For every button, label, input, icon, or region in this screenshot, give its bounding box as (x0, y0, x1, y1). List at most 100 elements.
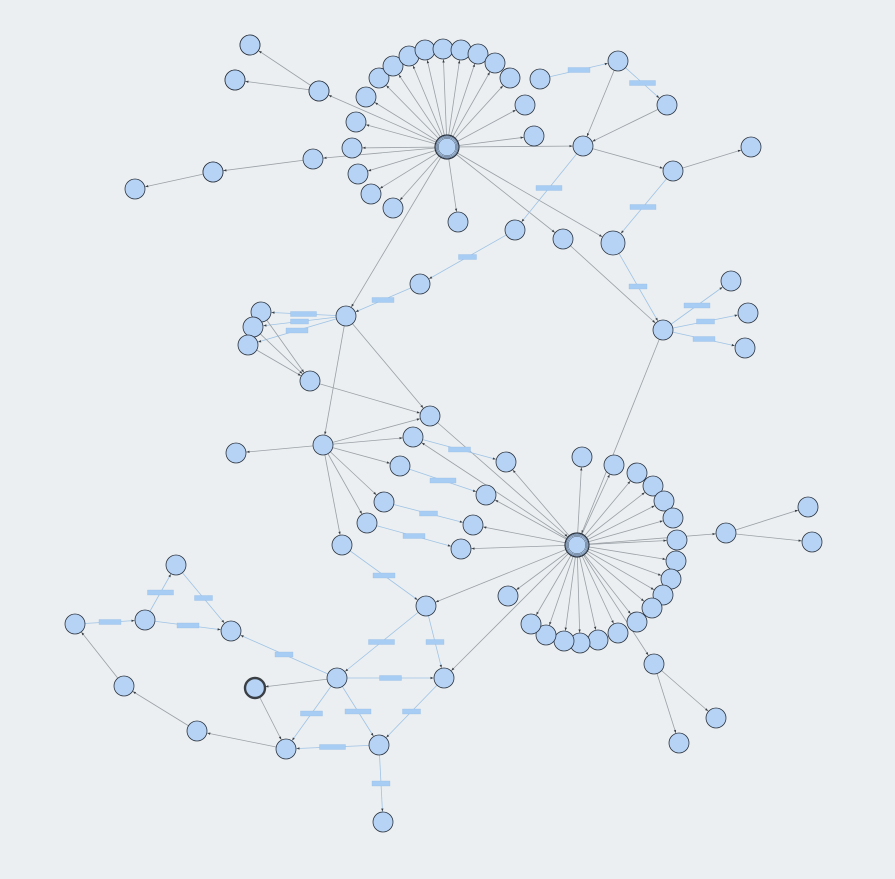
graph-node[interactable] (312, 434, 334, 456)
graph-node[interactable] (225, 442, 247, 464)
graph-node[interactable] (571, 446, 593, 468)
graph-node[interactable] (220, 620, 242, 642)
graph-node[interactable] (419, 405, 441, 427)
graph-node[interactable] (626, 611, 648, 633)
edge-arrowhead (645, 652, 649, 656)
graph-node[interactable] (587, 629, 609, 651)
graph-node[interactable] (202, 161, 224, 183)
graph-node[interactable] (389, 455, 411, 477)
graph-node[interactable] (662, 160, 684, 182)
edge-label (371, 297, 395, 303)
graph-node[interactable] (165, 554, 187, 576)
graph-node[interactable] (553, 630, 575, 652)
graph-node[interactable] (484, 52, 506, 74)
graph-node[interactable] (368, 67, 390, 89)
graph-node[interactable] (124, 178, 146, 200)
graph-node[interactable] (302, 148, 324, 170)
graph-node[interactable] (331, 534, 353, 556)
graph-node[interactable] (237, 334, 259, 356)
graph-node[interactable] (529, 68, 551, 90)
graph-node[interactable] (497, 585, 519, 607)
graph-edge (576, 544, 638, 623)
hub-node[interactable] (434, 134, 460, 160)
graph-node[interactable] (462, 514, 484, 536)
graph-node[interactable] (409, 273, 431, 295)
graph-node[interactable] (656, 94, 678, 116)
graph-edge (424, 49, 448, 148)
graph-node[interactable] (705, 707, 727, 729)
graph-node[interactable] (299, 370, 321, 392)
edge-arrowhead (640, 598, 644, 602)
graph-node[interactable] (186, 720, 208, 742)
graph-node[interactable] (740, 136, 762, 158)
graph-node[interactable] (345, 111, 367, 133)
graph-node[interactable] (373, 491, 395, 513)
graph-node[interactable] (224, 69, 246, 91)
edge-arrowhead (798, 539, 802, 542)
graph-node[interactable] (720, 270, 742, 292)
graph-node[interactable] (134, 609, 156, 631)
graph-node[interactable] (535, 624, 557, 646)
graph-node[interactable] (308, 80, 330, 102)
graph-node[interactable] (652, 319, 674, 341)
graph-node[interactable] (572, 135, 594, 157)
graph-node[interactable] (372, 811, 394, 833)
graph-node[interactable] (801, 531, 823, 553)
graph-node[interactable] (382, 197, 404, 219)
graph-node[interactable] (382, 55, 404, 77)
graph-node[interactable] (668, 732, 690, 754)
graph-node[interactable] (355, 86, 377, 108)
edge-label (300, 710, 323, 717)
graph-node[interactable] (607, 50, 629, 72)
graph-node[interactable] (552, 228, 574, 250)
graph-node[interactable] (113, 675, 135, 697)
graph-node[interactable] (450, 39, 472, 61)
graph-node[interactable] (715, 522, 737, 544)
graph-node[interactable] (239, 34, 261, 56)
graph-node[interactable] (360, 183, 382, 205)
graph-node[interactable] (603, 454, 625, 476)
graph-node[interactable] (347, 163, 369, 185)
graph-node[interactable] (447, 211, 469, 233)
graph-node[interactable] (797, 496, 819, 518)
graph-node[interactable] (737, 302, 759, 324)
graph-node[interactable] (326, 667, 348, 689)
graph-node[interactable] (665, 550, 687, 572)
graph-node[interactable] (504, 219, 526, 241)
hub-node[interactable] (564, 532, 590, 558)
graph-node[interactable] (499, 67, 521, 89)
graph-node[interactable] (402, 426, 424, 448)
graph-node[interactable] (414, 39, 436, 61)
graph-node[interactable] (641, 597, 663, 619)
graph-node[interactable] (600, 230, 626, 256)
graph-node[interactable] (475, 484, 497, 506)
graph-node[interactable] (607, 622, 629, 644)
graph-node[interactable] (356, 512, 378, 534)
graph-node[interactable] (335, 305, 357, 327)
graph-node[interactable] (520, 613, 542, 635)
graph-node[interactable] (642, 475, 664, 497)
edge-arrowhead (457, 60, 461, 64)
graph-node[interactable] (433, 667, 455, 689)
graph-edge (576, 464, 615, 546)
graph-node[interactable] (643, 653, 665, 675)
graph-node[interactable] (666, 529, 688, 551)
graph-node[interactable] (415, 595, 437, 617)
graph-node[interactable] (243, 676, 267, 700)
graph-node[interactable] (523, 125, 545, 147)
graph-node[interactable] (341, 137, 363, 159)
graph-node[interactable] (450, 538, 472, 560)
graph-node[interactable] (653, 490, 675, 512)
graph-node[interactable] (467, 43, 489, 65)
graph-node[interactable] (495, 451, 517, 473)
graph-node[interactable] (626, 462, 648, 484)
graph-node[interactable] (734, 337, 756, 359)
graph-edge (472, 524, 578, 546)
graph-node[interactable] (662, 507, 684, 529)
graph-node[interactable] (432, 38, 454, 60)
graph-node[interactable] (242, 316, 264, 338)
graph-node[interactable] (514, 94, 536, 116)
graph-node[interactable] (275, 738, 297, 760)
graph-node[interactable] (368, 734, 390, 756)
graph-node[interactable] (64, 613, 86, 635)
